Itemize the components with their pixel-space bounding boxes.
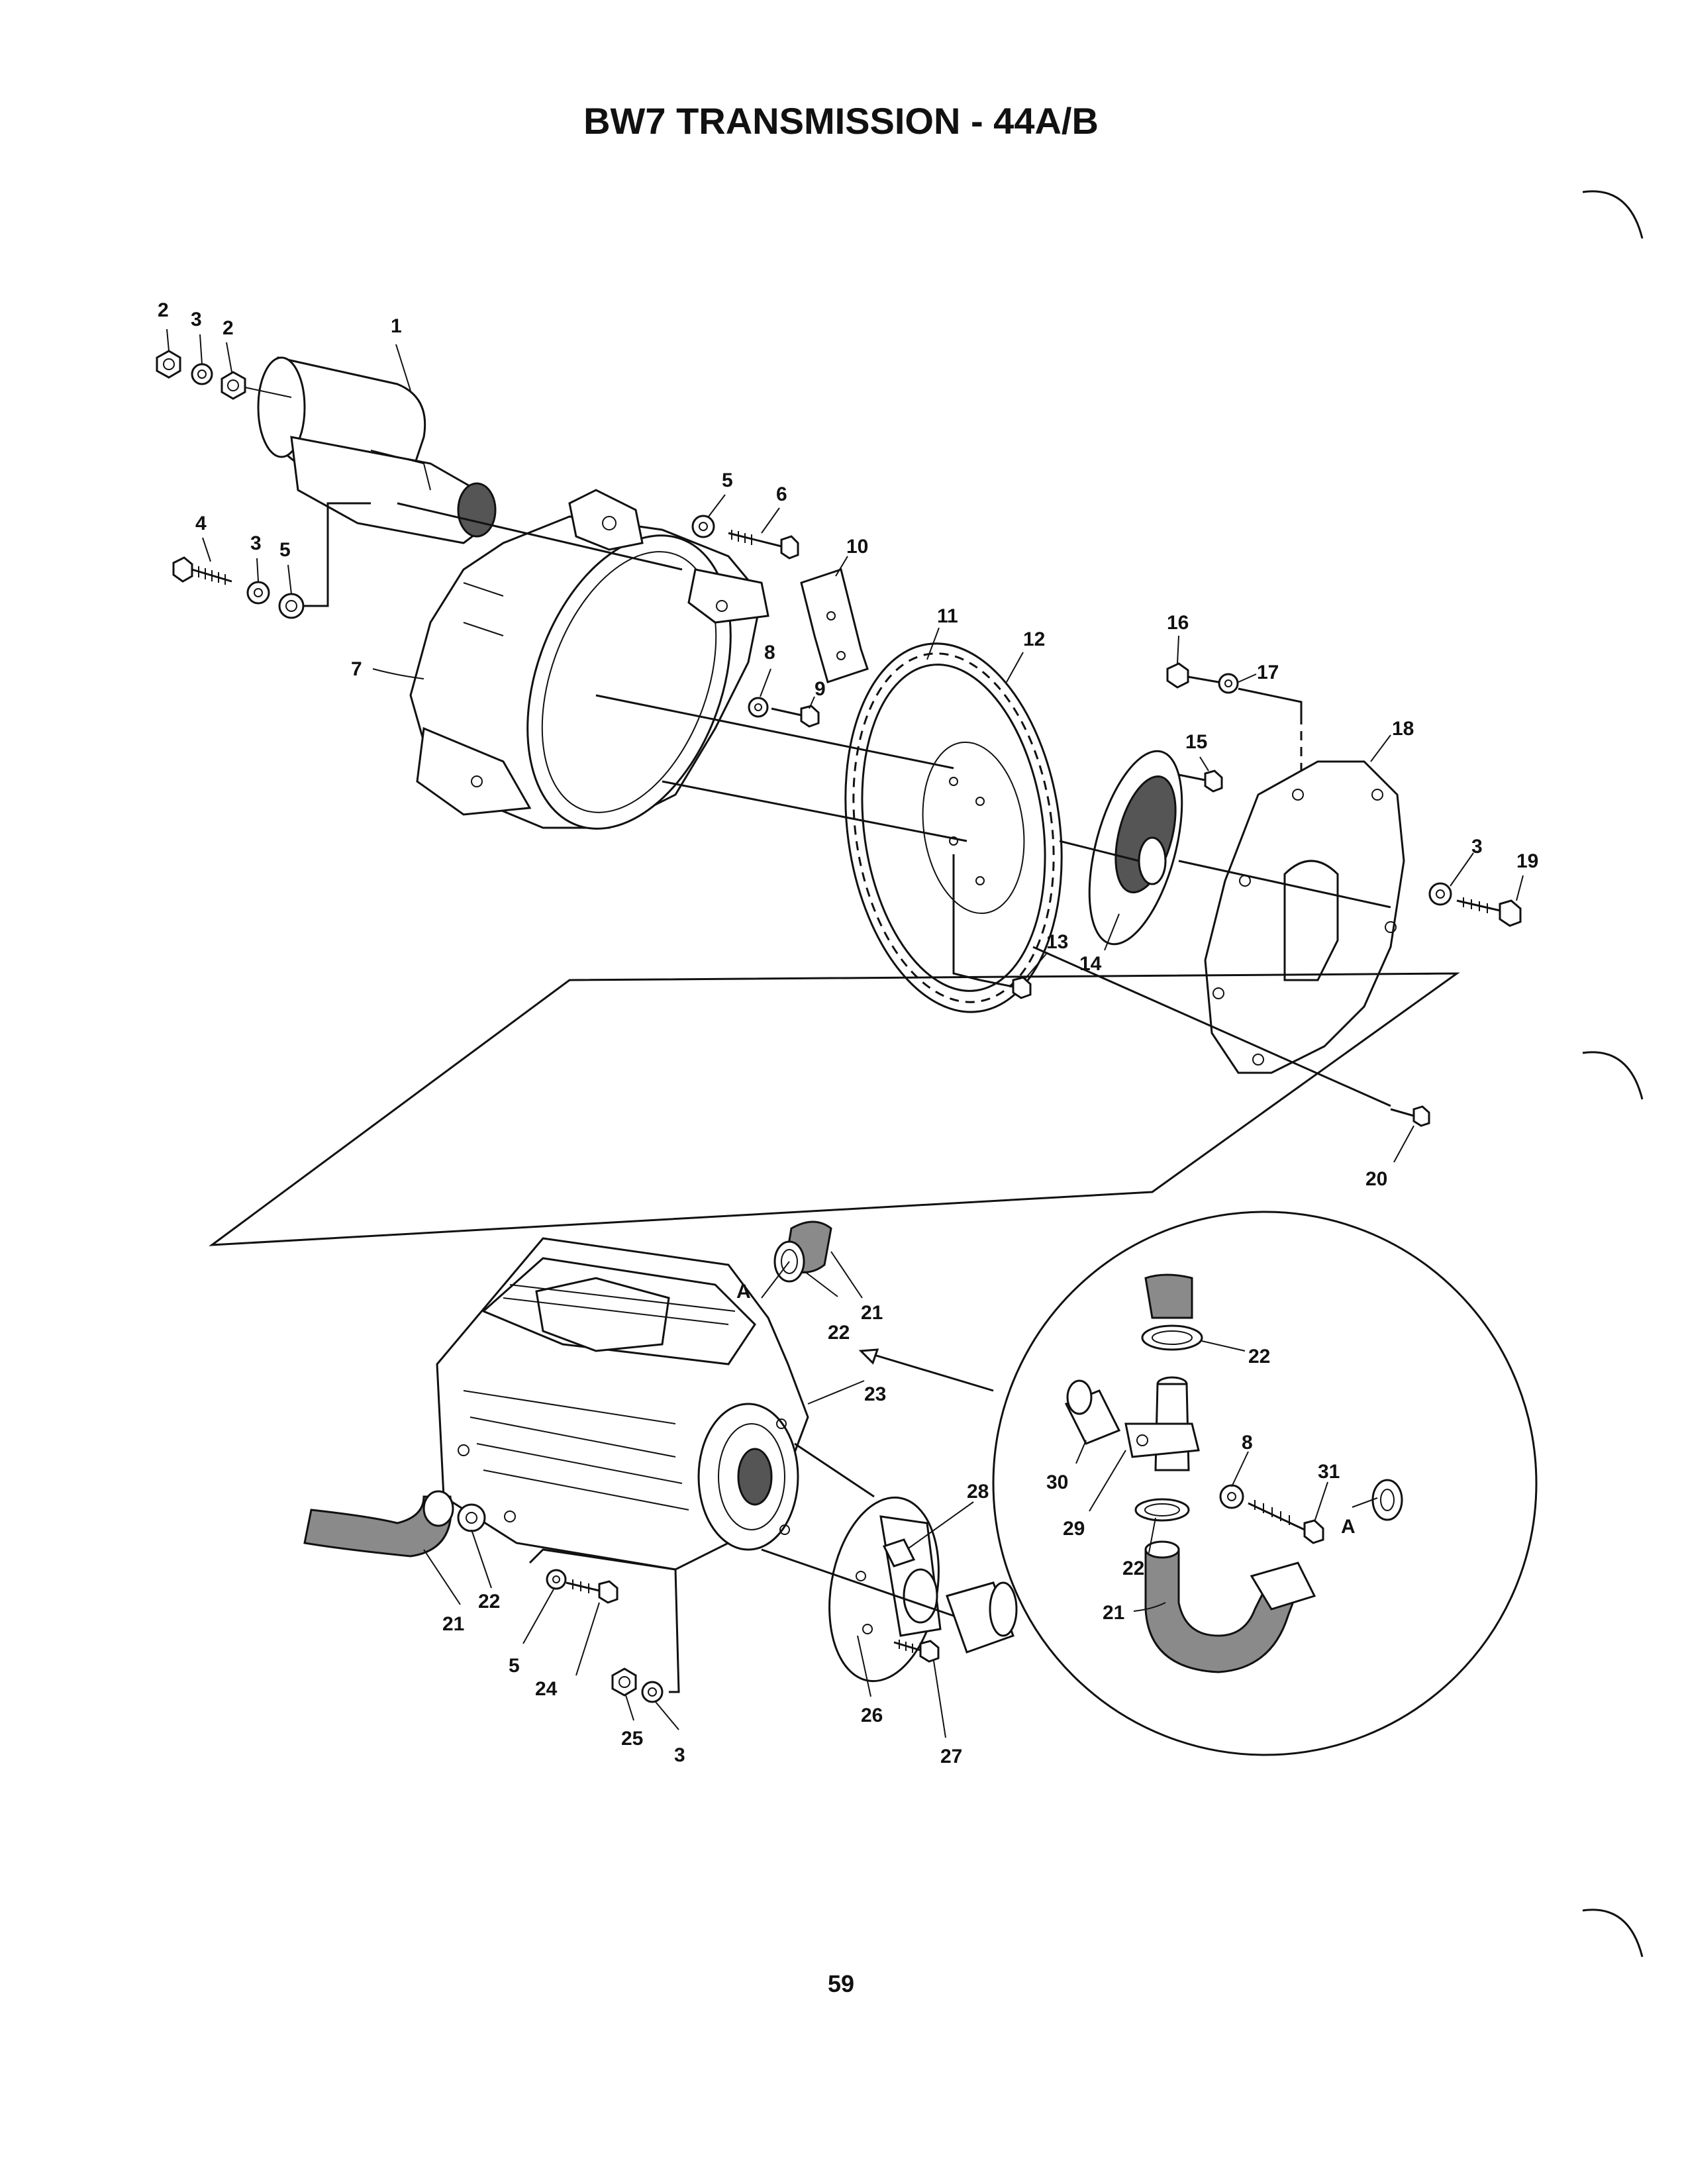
transmission-case xyxy=(436,1237,809,1571)
hose-21a xyxy=(773,1220,832,1283)
callout-11: 11 xyxy=(937,605,958,627)
washer-8a xyxy=(748,697,769,718)
bolt-24 xyxy=(566,1579,618,1604)
shaft-key-28 xyxy=(882,1538,916,1567)
callout-22b: 22 xyxy=(1248,1346,1270,1367)
coupling-hub xyxy=(946,1581,1018,1654)
nut-2b xyxy=(221,371,246,400)
callout-28: 28 xyxy=(967,1481,989,1503)
washer-3b xyxy=(246,581,270,605)
bolt-9 xyxy=(771,705,820,728)
callout-22d: 22 xyxy=(478,1591,500,1613)
nut-2a xyxy=(156,350,181,379)
detail-view xyxy=(992,1211,1538,1756)
callout-labels: 2 3 2 1 4 3 5 5 6 10 7 8 9 11 12 16 17 1… xyxy=(158,299,1538,1767)
callout-2b: 2 xyxy=(223,317,234,339)
callout-16: 16 xyxy=(1167,612,1189,634)
callout-1: 1 xyxy=(391,315,402,337)
bolt-20 xyxy=(1390,1105,1430,1127)
callout-21b: 21 xyxy=(1103,1602,1124,1624)
callout-a1: A xyxy=(736,1281,751,1303)
callout-10: 10 xyxy=(846,536,868,558)
bracket-10 xyxy=(800,568,869,683)
nut-25 xyxy=(611,1667,637,1697)
callout-3b: 3 xyxy=(250,532,262,554)
washer-3a xyxy=(191,363,213,385)
screw-15 xyxy=(1178,769,1223,793)
page-title: BW7 TRANSMISSION - 44A/B xyxy=(583,100,1099,142)
callout-5a: 5 xyxy=(279,539,291,561)
hose-21c xyxy=(303,1490,454,1558)
starter-motor xyxy=(257,356,497,544)
callout-13: 13 xyxy=(1046,931,1068,953)
callout-5c: 5 xyxy=(509,1655,520,1677)
binder-marks xyxy=(1582,190,1644,1958)
bolt-4 xyxy=(172,556,232,585)
callout-15: 15 xyxy=(1185,731,1207,753)
callout-26: 26 xyxy=(861,1705,883,1726)
callout-6: 6 xyxy=(776,483,787,505)
callout-22c: 22 xyxy=(1122,1558,1144,1579)
callout-31: 31 xyxy=(1318,1461,1340,1483)
callout-4: 4 xyxy=(195,513,207,534)
plug-22d xyxy=(457,1503,486,1532)
adapter-plate xyxy=(1204,760,1405,1074)
washer-17 xyxy=(1218,673,1239,694)
callout-9: 9 xyxy=(815,678,826,700)
callout-3d: 3 xyxy=(674,1744,685,1766)
callout-20: 20 xyxy=(1365,1168,1387,1190)
bolt-16 xyxy=(1166,662,1219,689)
callout-12: 12 xyxy=(1023,628,1045,650)
callout-24: 24 xyxy=(535,1678,558,1700)
callout-3c: 3 xyxy=(1471,836,1483,858)
washer-5b xyxy=(691,515,715,538)
page-number: 59 xyxy=(827,1970,855,1997)
callout-19: 19 xyxy=(1516,850,1538,872)
washer-3c xyxy=(1428,882,1452,906)
callout-8b: 8 xyxy=(1242,1432,1253,1454)
callout-18: 18 xyxy=(1392,718,1414,740)
bell-housing xyxy=(409,489,769,830)
callout-3a: 3 xyxy=(191,309,202,330)
callout-8a: 8 xyxy=(764,642,775,664)
callout-14: 14 xyxy=(1079,953,1102,975)
bolt-6 xyxy=(728,530,799,560)
bolt-19 xyxy=(1456,897,1522,927)
damper-plate xyxy=(1088,750,1183,946)
callout-5b: 5 xyxy=(722,470,733,491)
callout-a2: A xyxy=(1341,1516,1356,1538)
callout-22a: 22 xyxy=(828,1322,850,1344)
bolt-27 xyxy=(893,1640,940,1663)
callout-27: 27 xyxy=(940,1746,962,1767)
callout-25: 25 xyxy=(621,1728,643,1750)
callout-21a: 21 xyxy=(861,1302,883,1324)
washer-5a xyxy=(278,593,305,619)
callout-2a: 2 xyxy=(158,299,169,321)
washer-5c xyxy=(546,1569,567,1590)
callout-30: 30 xyxy=(1046,1471,1068,1493)
callout-21c: 21 xyxy=(442,1613,464,1635)
callout-7: 7 xyxy=(351,658,362,680)
callout-29: 29 xyxy=(1063,1518,1085,1540)
callout-23: 23 xyxy=(864,1383,886,1405)
washer-3d xyxy=(641,1681,664,1703)
leader-lines xyxy=(166,328,1524,1738)
callout-17: 17 xyxy=(1257,662,1279,683)
flywheel xyxy=(844,642,1063,1013)
